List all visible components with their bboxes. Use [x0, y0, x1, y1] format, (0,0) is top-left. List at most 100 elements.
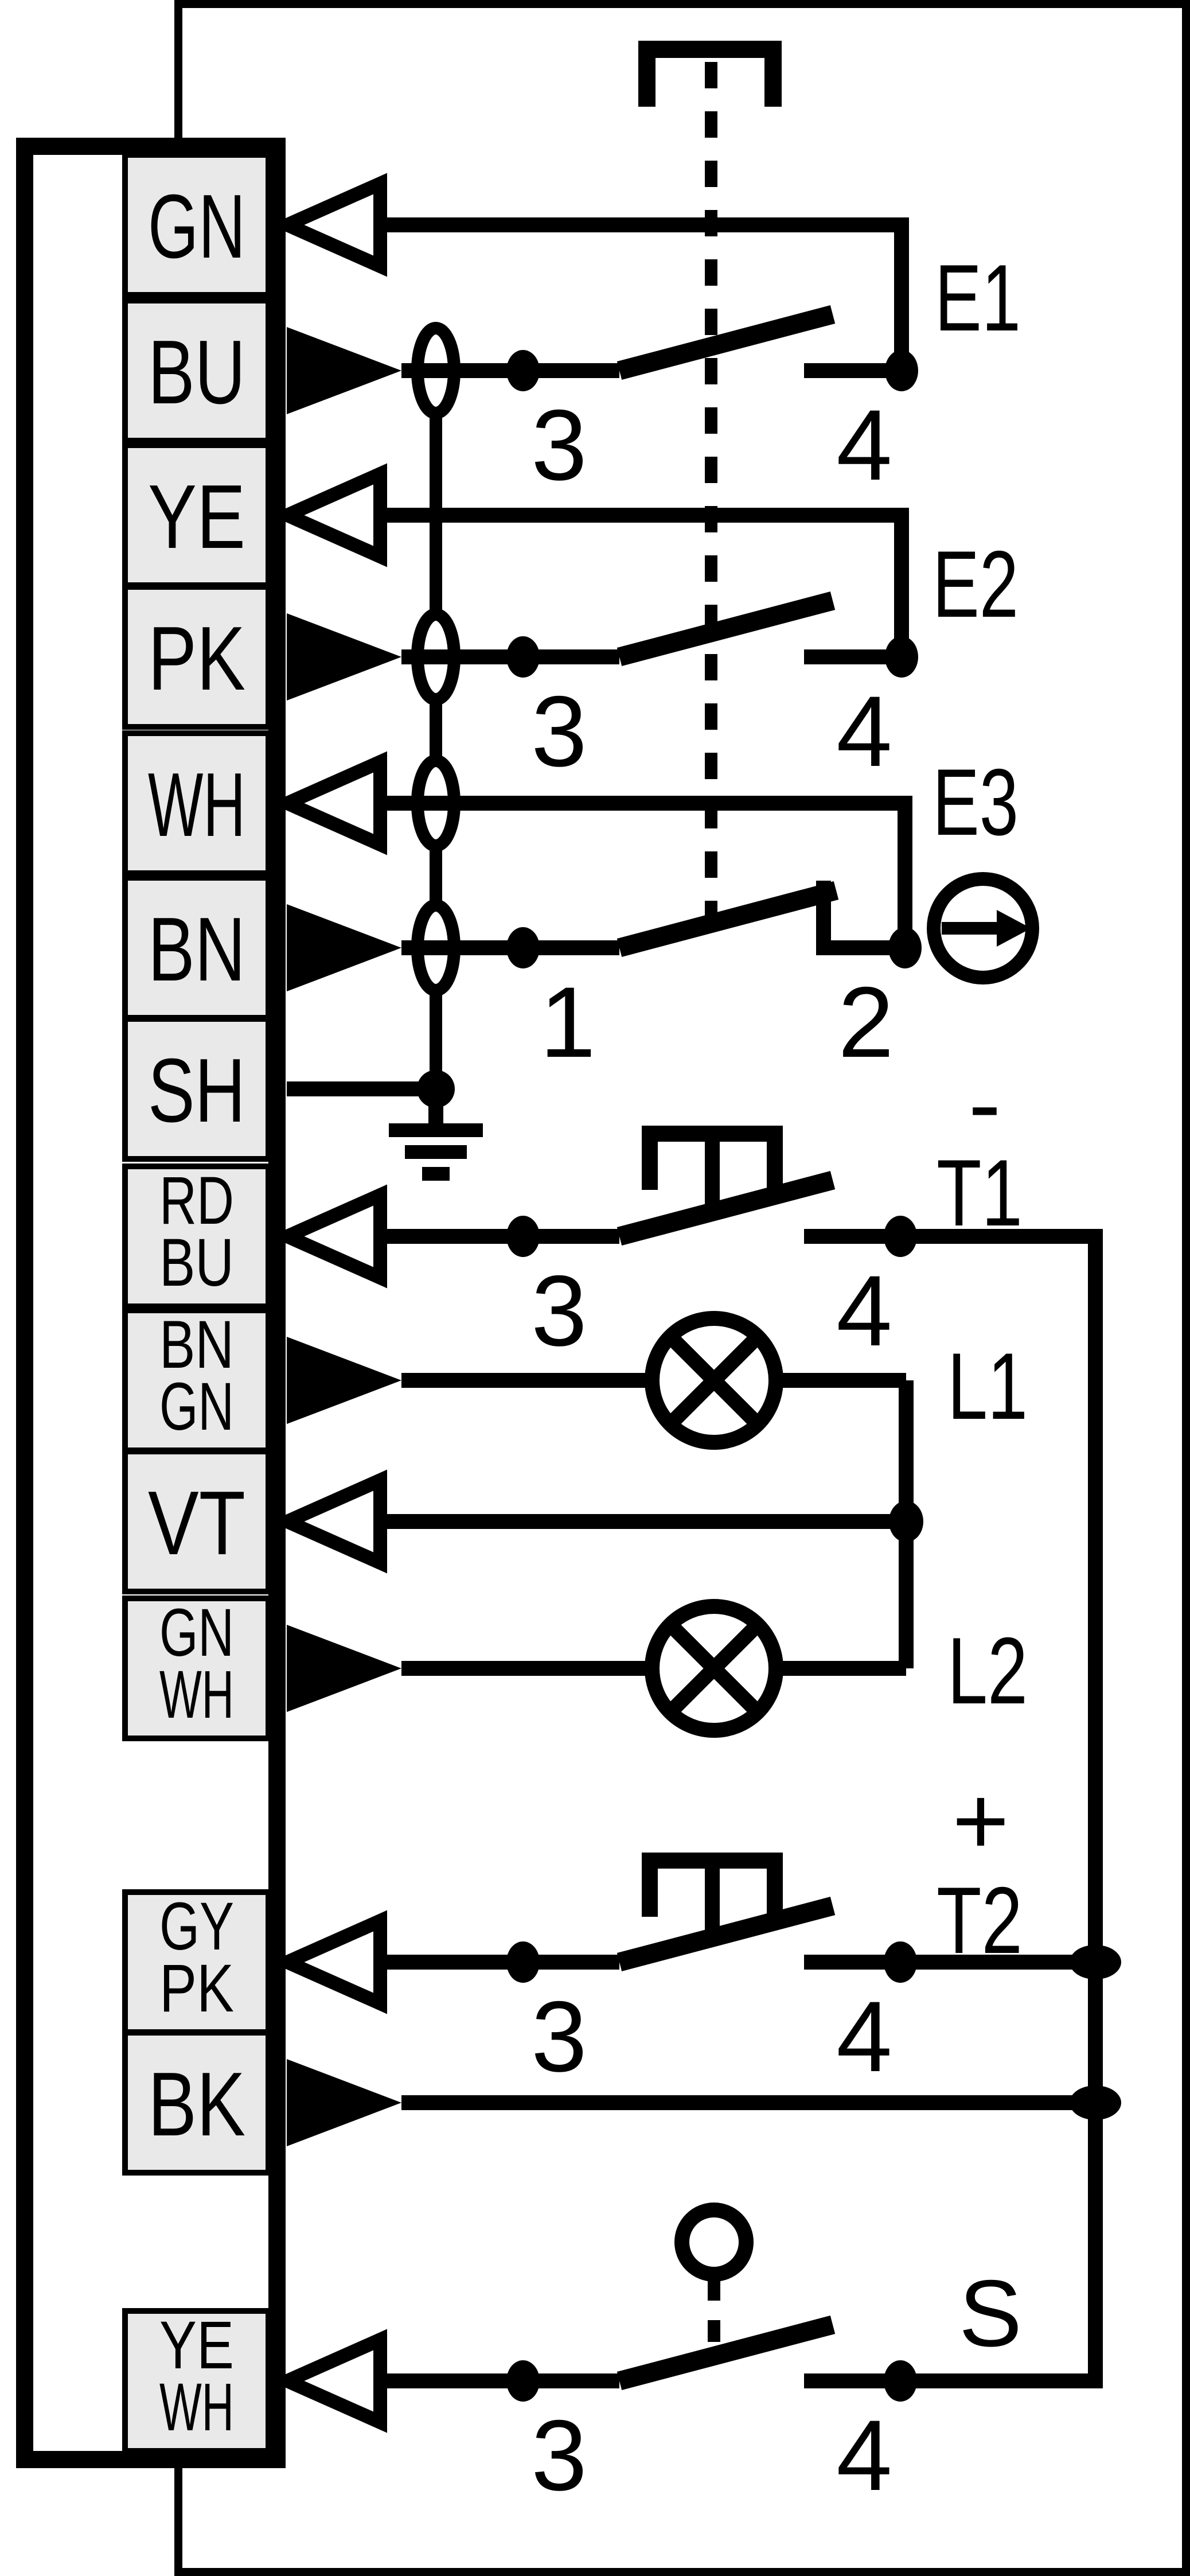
input-arrow-icon-bn: [287, 904, 401, 991]
switch-blade-e1: [617, 305, 836, 380]
wire-wh-to-e3: [379, 796, 912, 948]
input-arrow-icon-bu: [287, 327, 401, 414]
contact-dot-t1-3: [506, 1216, 540, 1257]
terminal-label: PK: [148, 608, 245, 709]
terminal-wh: WH: [122, 730, 271, 876]
contact-dot-t1-4: [884, 1216, 917, 1257]
terminal-box: [122, 1889, 271, 2035]
device-frame: [174, 0, 1190, 2576]
frame-bottom: [174, 2568, 1190, 2576]
contact-dot-e2-4: [885, 636, 918, 678]
magnet-actuator-s-icon: [674, 2203, 754, 2355]
wires-through-loops: [379, 363, 505, 955]
terminal-label: SH: [148, 1040, 245, 1141]
contact-dot-e2-3: [506, 636, 540, 678]
terminal-label-line2: WH: [159, 1657, 234, 1733]
terminal-label-line1: BN: [159, 1307, 234, 1383]
contact-dot-t2-4: [884, 1941, 917, 1983]
junction-dot-bus-bk: [1070, 2085, 1121, 2120]
terminal-label: BK: [148, 2054, 245, 2155]
label-e2: E2: [933, 531, 1019, 637]
pin-e1-4: 4: [836, 390, 892, 501]
switch-blade-e2: [617, 592, 836, 666]
terminal-box: [122, 584, 271, 730]
pin-e3-2: 2: [838, 967, 894, 1079]
label-s: S: [959, 2260, 1022, 2366]
terminal-box: [122, 1164, 271, 1309]
switch-e3: [506, 881, 922, 968]
pin-t2-3: 3: [531, 1981, 587, 2093]
junction-dot-bus-t2: [1070, 1945, 1121, 1979]
terminal-box: [122, 875, 271, 1021]
label-e1: E1: [935, 245, 1021, 351]
switch-blade-s: [617, 2316, 836, 2390]
pin-numbers: 3 4 3 4 1 2 3 4 3 4 3 4: [531, 390, 894, 2512]
output-arrow-icon-rdbu: [270, 1184, 387, 1289]
terminal-label-line1: RD: [159, 1163, 234, 1239]
ground-icon: [389, 1089, 483, 1181]
supply-bus-line: [900, 1229, 1103, 2388]
terminal-box: [122, 1016, 271, 1162]
switch-blade-t1: [617, 1171, 836, 1246]
frame-left-upper: [174, 0, 182, 138]
contact-dot-s-3: [506, 2360, 540, 2402]
label-t2: T2: [937, 1867, 1023, 1973]
wire-ye-to-e2: [379, 508, 909, 657]
terminal-label: YE: [148, 466, 245, 567]
lamp-cross-l2: [665, 1619, 763, 1718]
pin-t1-3: 3: [531, 1255, 587, 1367]
polarity-minus: -: [969, 1049, 1001, 1158]
input-arrow-icon-pk: [287, 613, 401, 701]
signal-arrows: [270, 173, 401, 2433]
contact-dot-e3-2: [888, 927, 922, 968]
output-arrow-icon-gypk: [270, 1910, 387, 2014]
terminal-bu: BU: [122, 298, 271, 443]
contact-dot-e1-4: [885, 350, 918, 391]
terminal-box: [122, 298, 271, 443]
terminal-box: [122, 442, 271, 588]
pin-e3-1: 1: [540, 967, 595, 1079]
terminal-box: [122, 152, 271, 298]
terminal-bn: BN: [122, 875, 271, 1021]
terminal-label-line2: GN: [159, 1369, 234, 1445]
terminal-bk: BK: [122, 2030, 271, 2176]
switch-e2: [506, 592, 918, 678]
polarity-plus: +: [952, 1766, 1009, 1875]
actuator-bracket-e: [638, 41, 782, 107]
frame-right: [1182, 0, 1190, 2576]
terminal-label-line1: GY: [159, 1889, 234, 1964]
break-contact-hook-e3: [816, 881, 905, 955]
switch-blade-t2: [617, 1897, 836, 1971]
pin-s-3: 3: [531, 2400, 587, 2512]
switch-t2: [506, 1897, 917, 1983]
label-t1: T1: [937, 1140, 1023, 1246]
terminal-label-line2: WH: [159, 2369, 234, 2445]
direction-arrowhead: [997, 910, 1031, 947]
contact-dot-e1-3: [506, 350, 540, 391]
terminal-label: BN: [148, 899, 245, 1000]
lamp-cross-l1: [665, 1331, 763, 1430]
pin-t1-4: 4: [836, 1255, 892, 1367]
terminal-box: [122, 1596, 271, 1741]
label-l2: L2: [947, 1618, 1028, 1723]
switch-t1: [506, 1171, 917, 1257]
terminal-box: [122, 730, 271, 876]
input-arrow-icon-bk: [287, 2059, 401, 2146]
output-arrow-icon-wh: [270, 751, 387, 855]
pushbutton-actuator-t2-icon: [642, 1853, 783, 1936]
switch-e1: [506, 305, 918, 391]
contact-dot-e3-1: [506, 927, 540, 968]
terminal-label: VT: [148, 1473, 245, 1574]
terminal-label: WH: [148, 754, 245, 855]
terminal-box: [122, 1449, 271, 1594]
